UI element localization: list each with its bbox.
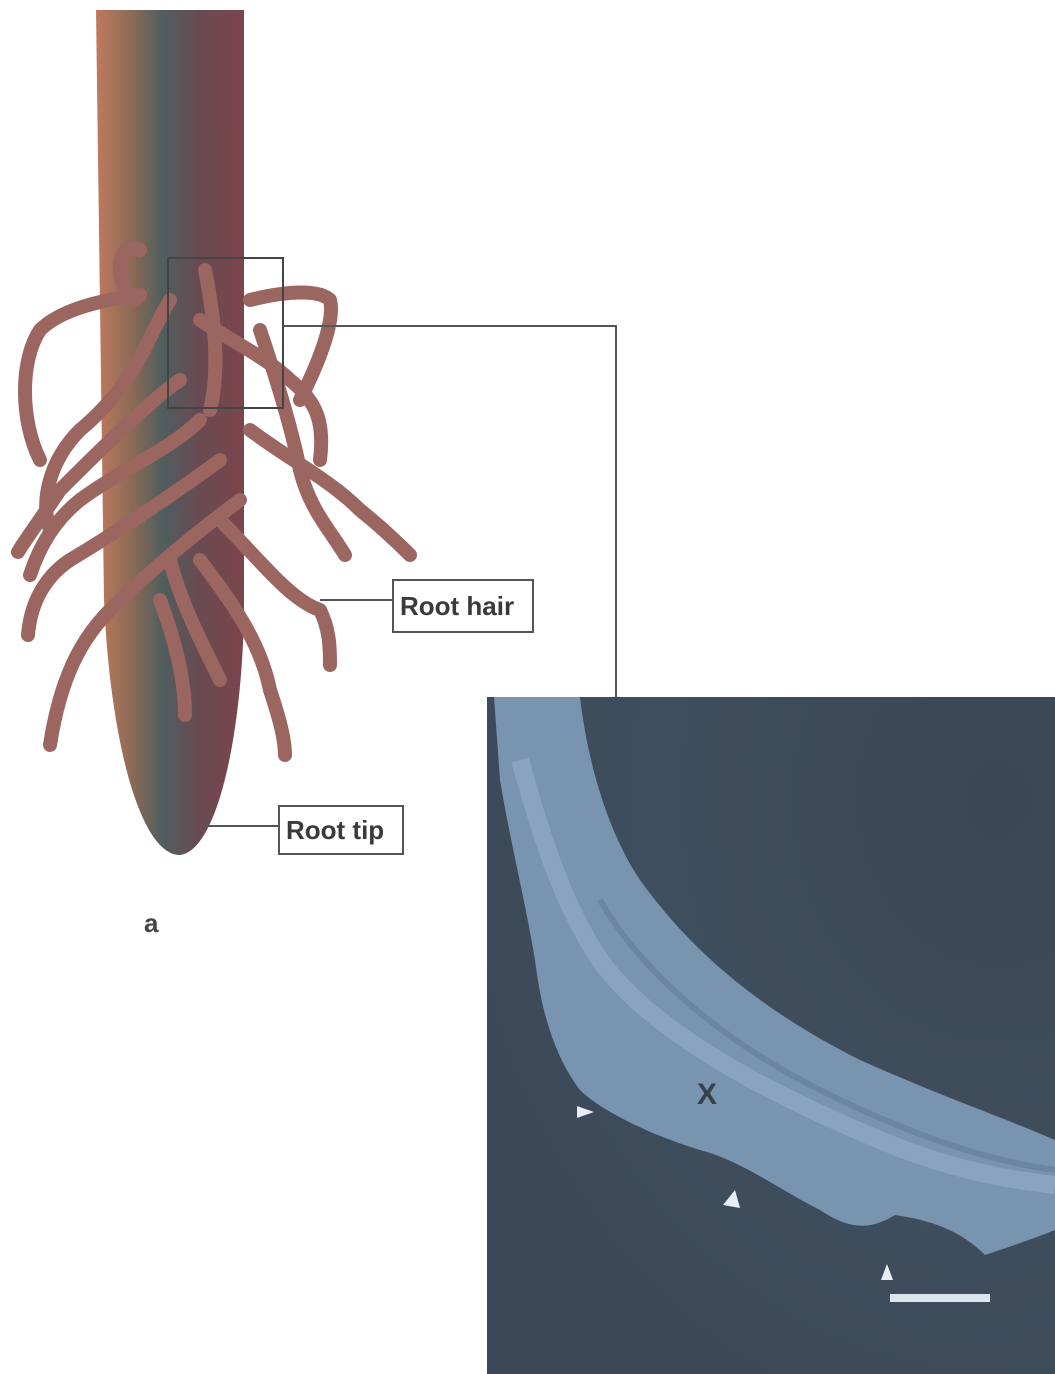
- root-tip-label: Root tip: [278, 805, 404, 855]
- panel-letter: a: [144, 908, 158, 939]
- micrograph-panel: [487, 697, 1055, 1374]
- micrograph-marker: X: [697, 1078, 717, 1112]
- scale-bar: [890, 1294, 990, 1302]
- root-hair-label: Root hair: [392, 579, 534, 633]
